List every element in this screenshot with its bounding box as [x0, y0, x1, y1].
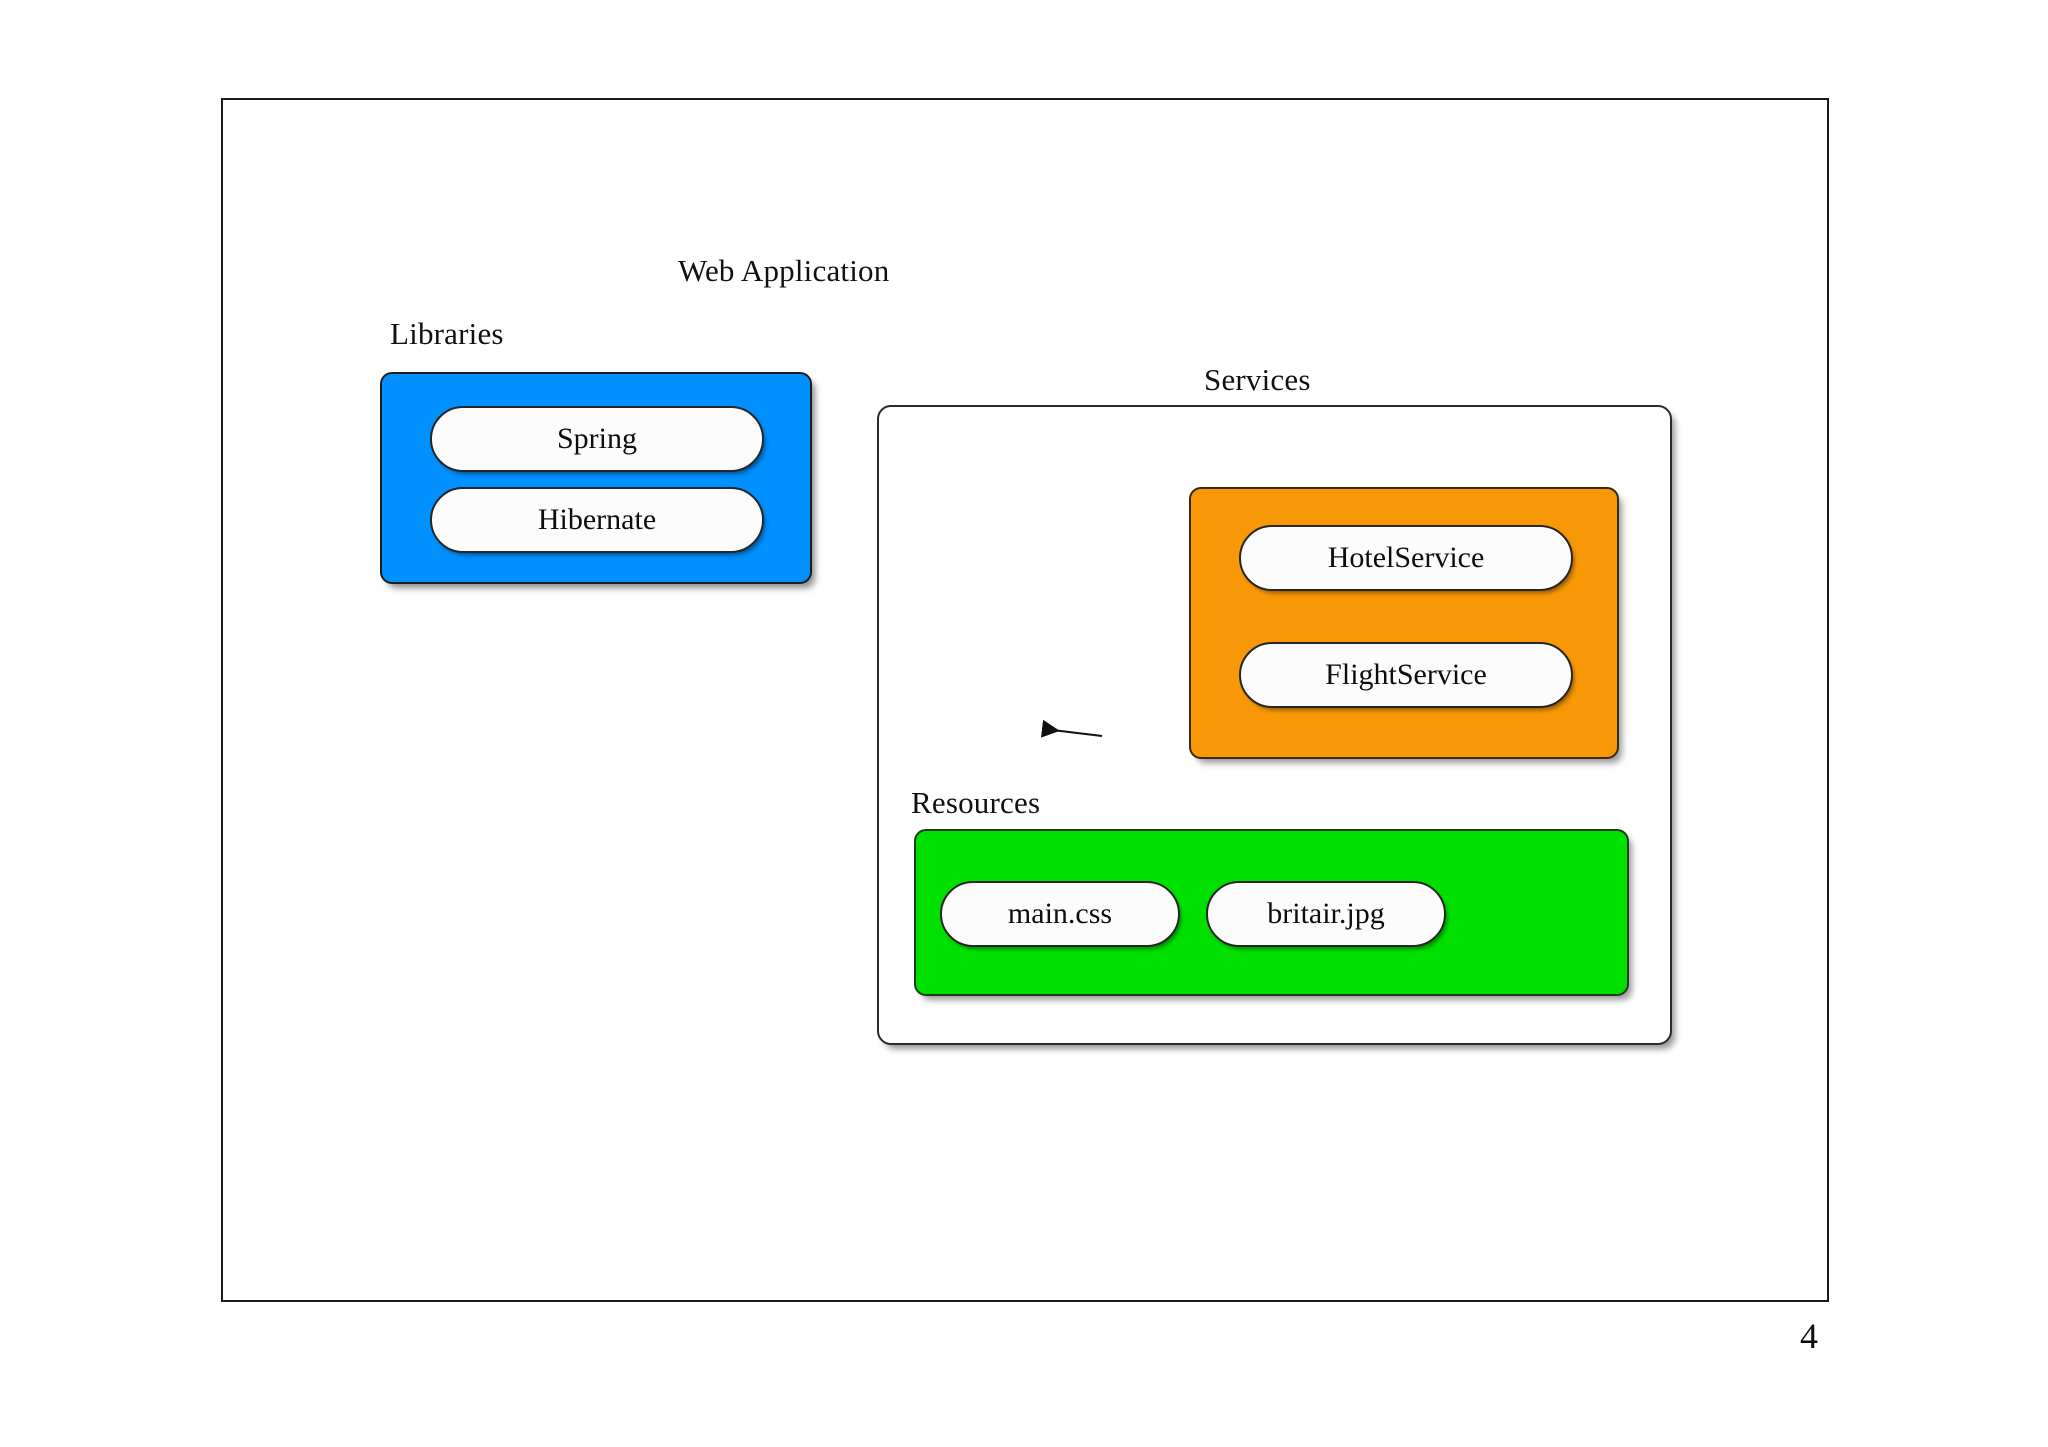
diagram-canvas: Web Application Services HotelService Fl…: [223, 100, 1827, 1300]
group-box-web-application[interactable]: Services HotelService FlightService Reso…: [877, 364, 1672, 1045]
group-label-resources: Resources: [911, 785, 1041, 820]
node-britair-jpg[interactable]: britair.jpg: [1206, 881, 1446, 947]
node-spring[interactable]: Spring: [430, 406, 764, 472]
group-label-libraries: Libraries: [390, 316, 504, 351]
node-flightservice[interactable]: FlightService: [1239, 642, 1573, 708]
group-label-web-application: Web Application: [678, 253, 890, 288]
slide-frame: Web Application Services HotelService Fl…: [221, 98, 1829, 1302]
group-label-services: Services: [1204, 362, 1311, 397]
node-hibernate[interactable]: Hibernate: [430, 487, 764, 553]
connector-line: [1040, 719, 1103, 738]
page-number: 4: [1800, 1316, 1818, 1356]
group-box-services[interactable]: HotelService FlightService: [1189, 487, 1619, 759]
node-main-css[interactable]: main.css: [940, 881, 1180, 947]
group-box-resources[interactable]: main.css britair.jpg: [914, 829, 1629, 996]
group-box-libraries[interactable]: Spring Hibernate: [380, 372, 812, 584]
connector-webapp-to-libraries: [1040, 719, 1103, 738]
node-hotelservice[interactable]: HotelService: [1239, 525, 1573, 591]
